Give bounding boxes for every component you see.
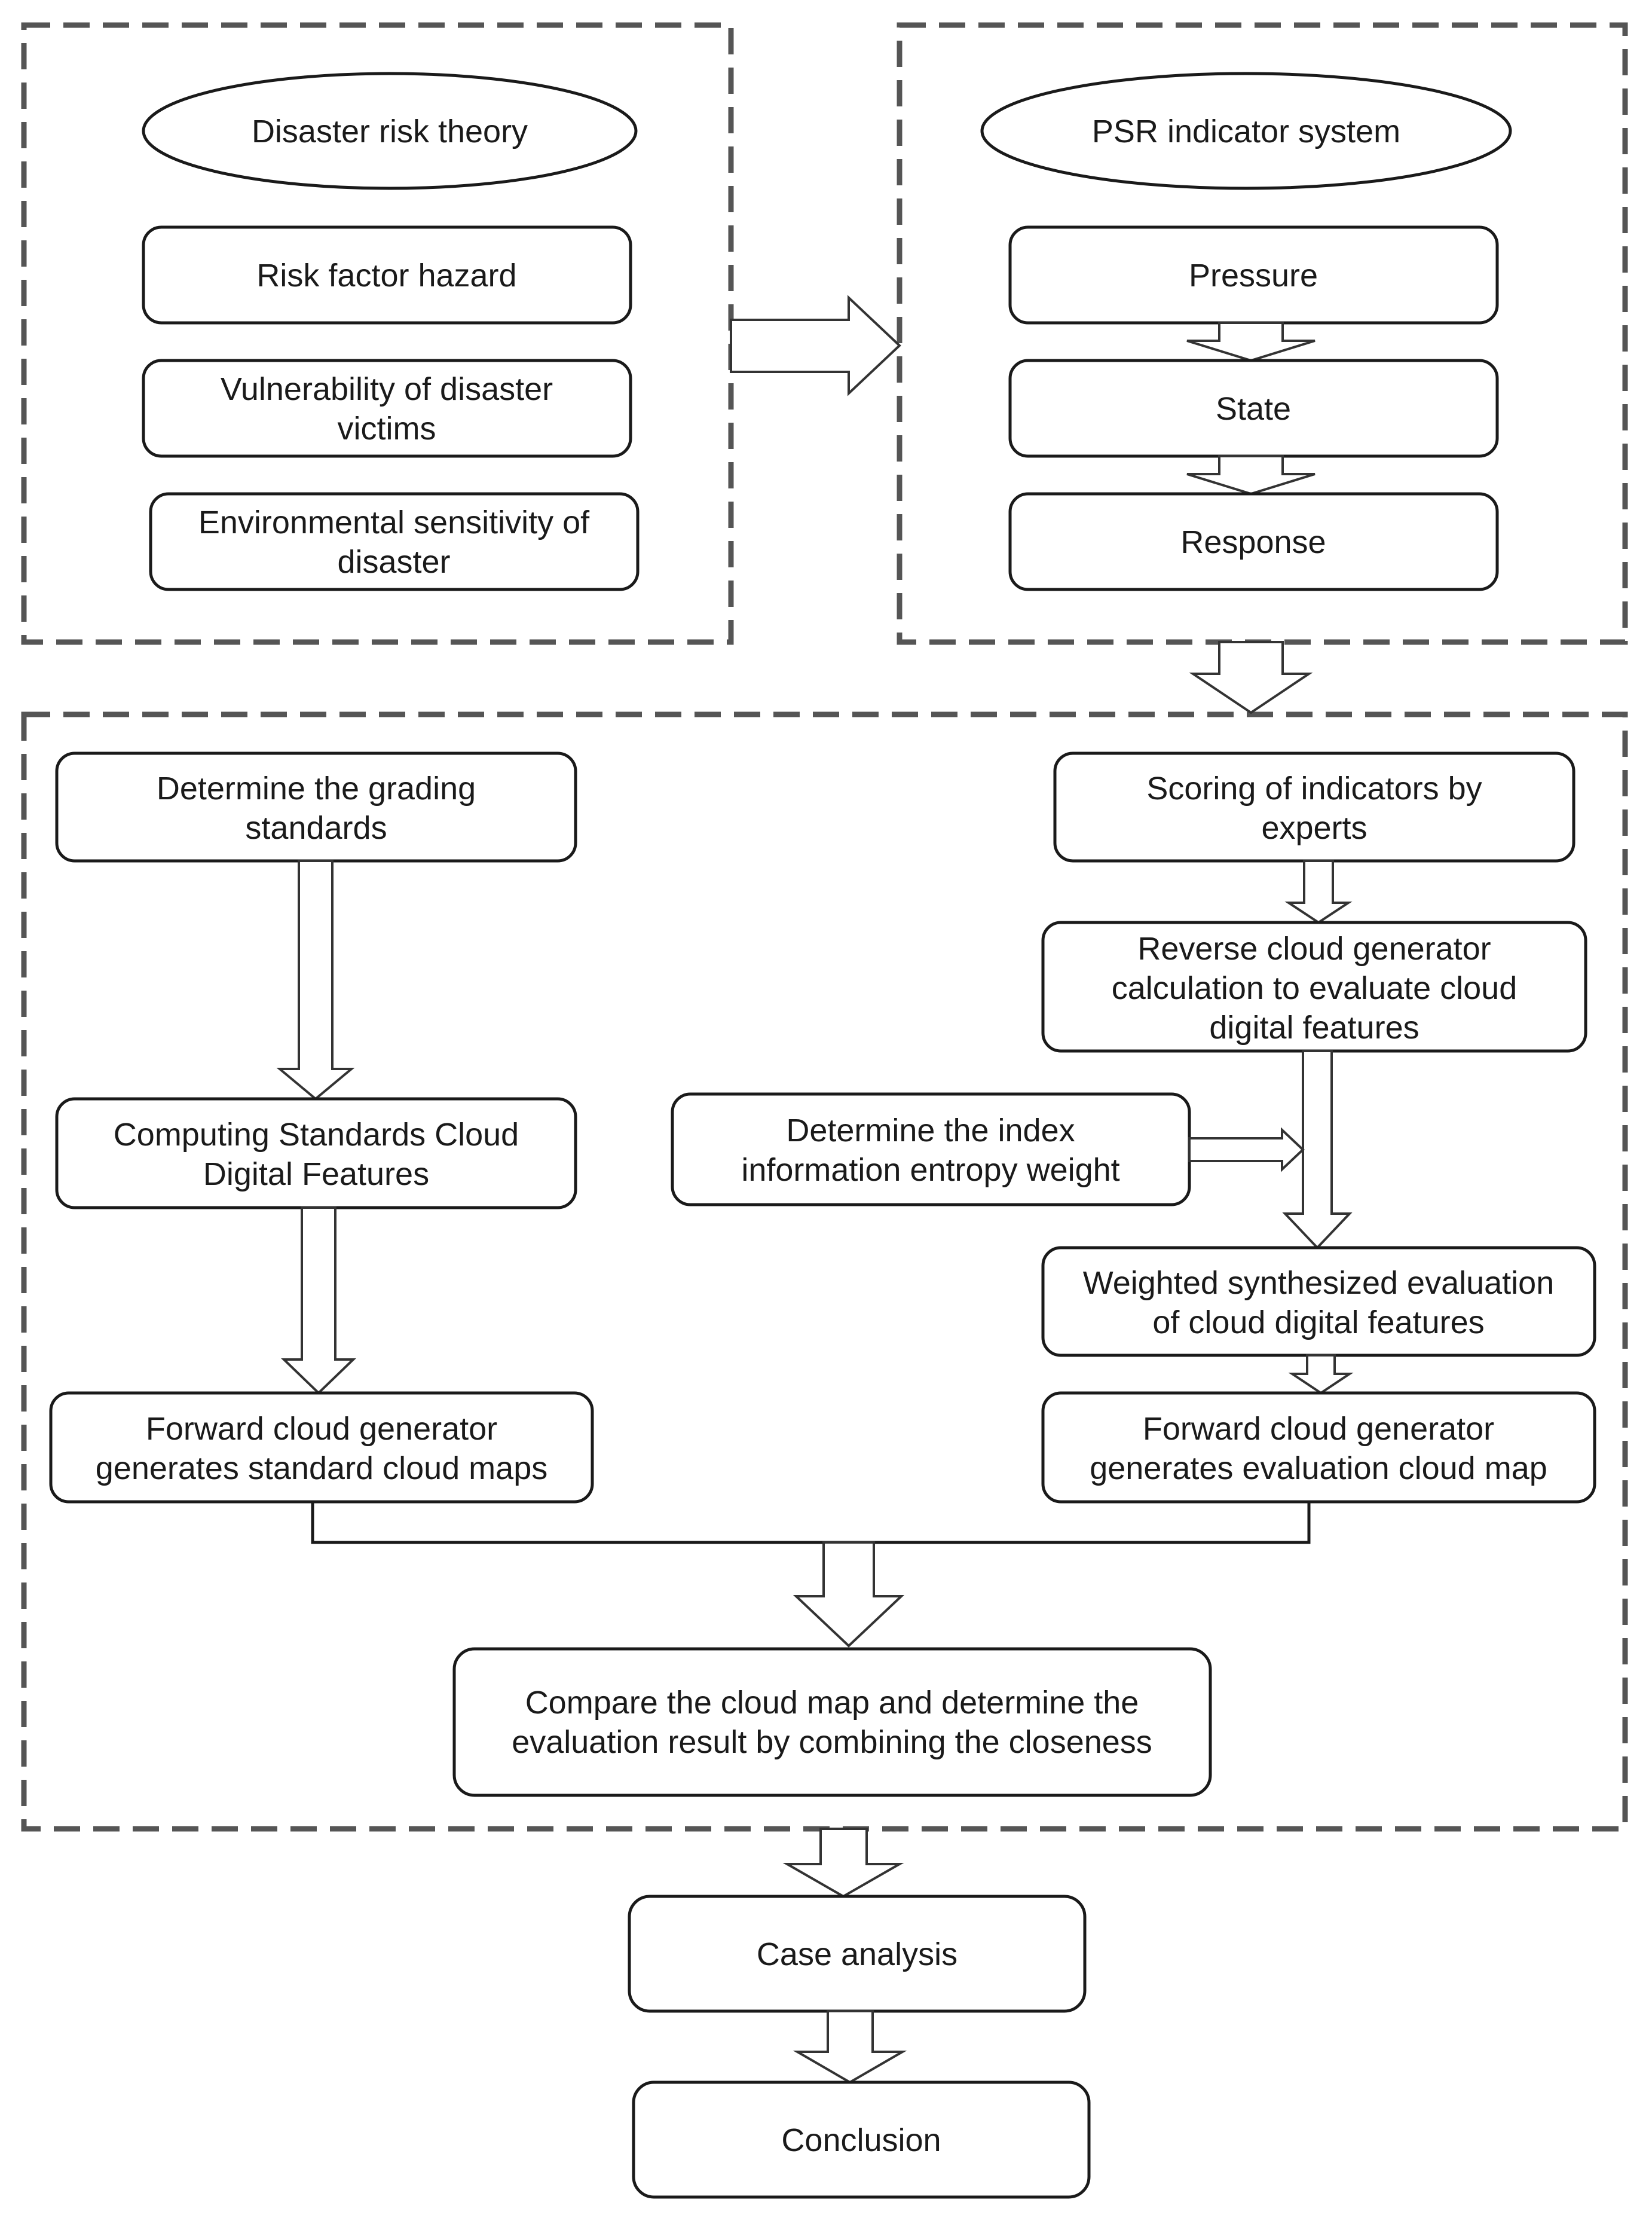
node-forward-standard-line-2: generates standard cloud maps <box>96 1450 547 1486</box>
node-disaster-risk-theory-line-1: Disaster risk theory <box>252 114 528 149</box>
node-disaster-risk-theory: Disaster risk theory <box>142 72 638 190</box>
node-entropy-weight: Determine the index information entropy … <box>671 1092 1191 1206</box>
node-pressure: Pressure <box>1008 225 1499 325</box>
arrow-reverse-to-weighted <box>1282 1050 1353 1249</box>
node-compare-line-1: Compare the cloud map and determine the <box>525 1685 1139 1721</box>
arrow-grading-to-computing <box>276 860 355 1101</box>
arrow-merge-to-compare <box>793 1541 905 1648</box>
node-risk-factor-hazard: Risk factor hazard <box>142 225 632 325</box>
node-reverse-cloud-line-3: digital features <box>1209 1010 1419 1046</box>
arrow-weighted-to-forward-evaluation <box>1288 1354 1354 1395</box>
node-computing-standards: Computing Standards Cloud Digital Featur… <box>55 1097 577 1209</box>
node-vulnerability: Vulnerability of disaster victims <box>142 359 632 458</box>
node-forward-evaluation: Forward cloud generator generates evalua… <box>1041 1391 1596 1504</box>
node-computing-standards-line-2: Digital Features <box>203 1156 429 1192</box>
node-case-analysis: Case analysis <box>628 1895 1087 2013</box>
arrow-psr-to-evaluation <box>1189 641 1313 714</box>
node-environmental-sensitivity: Environmental sensitivity of disaster <box>149 492 640 591</box>
node-psr-indicator-system: PSR indicator system <box>980 72 1512 190</box>
arrow-evaluation-to-case <box>782 1828 904 1898</box>
node-pressure-line-1: Pressure <box>1189 258 1318 294</box>
node-reverse-cloud: Reverse cloud generator calculation to e… <box>1041 921 1587 1053</box>
node-vulnerability-line-1: Vulnerability of disaster <box>221 371 553 407</box>
node-weighted-synthesized: Weighted synthesized evaluation of cloud… <box>1041 1246 1596 1357</box>
node-compare: Compare the cloud map and determine the … <box>452 1647 1212 1797</box>
node-response-line-1: Response <box>1180 524 1326 560</box>
arrow-state-to-response <box>1186 455 1316 496</box>
node-scoring-experts: Scoring of indicators by experts <box>1053 751 1575 863</box>
node-grading-standards: Determine the grading standards <box>55 751 577 863</box>
node-vulnerability-line-2: victims <box>338 411 436 447</box>
node-reverse-cloud-line-1: Reverse cloud generator <box>1137 931 1491 967</box>
node-weighted-synthesized-line-1: Weighted synthesized evaluation <box>1083 1265 1555 1301</box>
node-forward-standard-line-1: Forward cloud generator <box>146 1411 497 1447</box>
node-entropy-weight-line-1: Determine the index <box>786 1113 1075 1148</box>
node-grading-standards-line-1: Determine the grading <box>157 771 476 806</box>
node-forward-standard: Forward cloud generator generates standa… <box>49 1391 594 1504</box>
node-reverse-cloud-line-2: calculation to evaluate cloud <box>1112 970 1517 1006</box>
arrow-theory-to-psr <box>730 295 901 396</box>
connector-merge <box>311 1502 1311 1544</box>
node-entropy-weight-line-2: information entropy weight <box>741 1152 1119 1188</box>
node-grading-standards-line-2: standards <box>245 810 387 846</box>
node-environmental-sensitivity-line-1: Environmental sensitivity of <box>198 505 590 540</box>
node-forward-evaluation-line-1: Forward cloud generator <box>1143 1411 1494 1447</box>
node-response: Response <box>1008 492 1499 591</box>
node-scoring-experts-line-2: experts <box>1261 810 1367 846</box>
node-computing-standards-line-1: Computing Standards Cloud <box>114 1117 519 1153</box>
node-state-line-1: State <box>1216 391 1291 427</box>
frame-disaster-risk-theory <box>21 22 734 645</box>
node-conclusion-line-1: Conclusion <box>781 2122 941 2158</box>
node-compare-line-2: evaluation result by combining the close… <box>512 1724 1152 1760</box>
arrow-case-to-conclusion <box>793 2010 907 2084</box>
node-case-analysis-line-1: Case analysis <box>757 1936 957 1972</box>
arrow-pressure-to-state <box>1186 322 1316 362</box>
node-environmental-sensitivity-line-2: disaster <box>337 544 450 580</box>
arrow-computing-to-forward-standard <box>281 1206 356 1395</box>
node-state: State <box>1008 359 1499 458</box>
node-forward-evaluation-line-2: generates evaluation cloud map <box>1090 1450 1547 1486</box>
node-conclusion: Conclusion <box>632 2080 1091 2199</box>
arrow-entropy-to-weighted <box>1188 1127 1305 1172</box>
node-scoring-experts-line-1: Scoring of indicators by <box>1146 771 1482 806</box>
node-psr-indicator-system-line-1: PSR indicator system <box>1092 114 1400 149</box>
arrow-scoring-to-reverse <box>1284 860 1353 924</box>
node-weighted-synthesized-line-2: of cloud digital features <box>1152 1304 1484 1340</box>
node-risk-factor-hazard-line-1: Risk factor hazard <box>256 258 516 294</box>
